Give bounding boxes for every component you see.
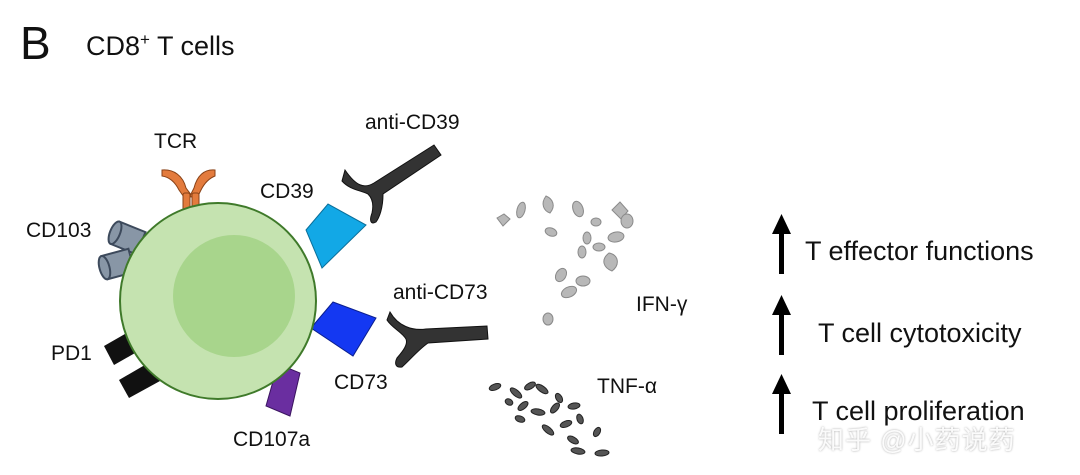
cd107a-label: CD107a xyxy=(233,428,311,451)
tnf-alpha-particles xyxy=(488,381,610,457)
anti-cd73-antibody xyxy=(386,310,489,368)
effect-label-proliferation: T cell proliferation xyxy=(812,396,1025,426)
cd39-label: CD39 xyxy=(260,180,314,203)
up-arrow-icon xyxy=(772,374,791,434)
watermark: 知乎 @小药说药 xyxy=(818,425,1016,455)
anti-cd73-label: anti-CD73 xyxy=(393,281,488,304)
panel-letter: B xyxy=(20,17,51,69)
pd1-label: PD1 xyxy=(51,342,92,365)
anti-cd39-antibody xyxy=(341,144,442,224)
panel-title-sup: + xyxy=(140,30,150,49)
panel-title-rest: T cells xyxy=(149,31,235,61)
tcr-label: TCR xyxy=(154,130,198,153)
ifn-gamma-label: IFN-γ xyxy=(636,293,688,316)
t-cell-nucleus xyxy=(173,235,295,357)
anti-cd39-label: anti-CD39 xyxy=(365,111,460,134)
effect-arrows xyxy=(772,214,791,434)
ifn-gamma-particles xyxy=(496,195,634,326)
effect-label-effector: T effector functions xyxy=(805,236,1034,266)
panel-title-main: CD8 xyxy=(86,31,141,61)
up-arrow-icon xyxy=(772,214,791,274)
tnf-alpha-label: TNF-α xyxy=(597,375,657,398)
cd73-receptor xyxy=(310,301,377,357)
panel-title: CD8+ T cells xyxy=(86,31,235,60)
effect-label-cytotoxicity: T cell cytotoxicity xyxy=(818,318,1022,348)
up-arrow-icon xyxy=(772,295,791,355)
cd39-receptor xyxy=(305,203,367,269)
cd73-label: CD73 xyxy=(334,371,388,394)
cd103-label: CD103 xyxy=(26,219,92,242)
